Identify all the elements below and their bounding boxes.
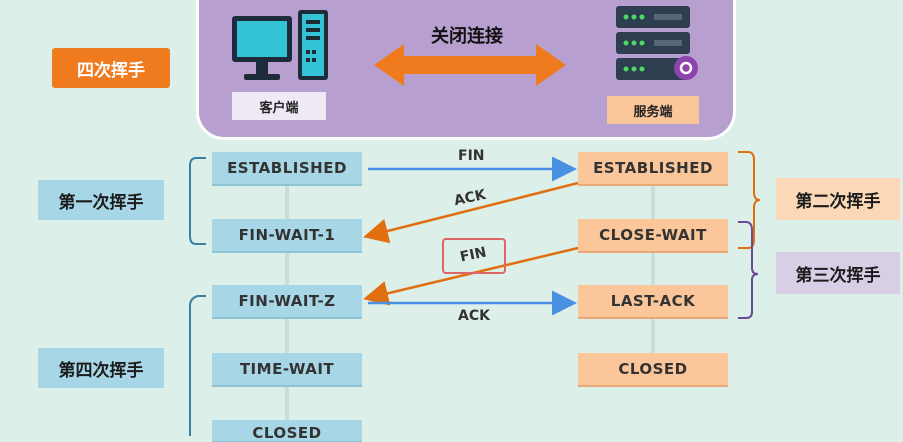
close-connection-label: 关闭连接 xyxy=(431,26,503,47)
server-label: 服务端 xyxy=(607,96,699,124)
bracket-first-left xyxy=(189,157,206,245)
client-state-established: ESTABLISHED xyxy=(212,152,362,184)
client-state-fin-wait-1: FIN-WAIT-1 xyxy=(212,219,362,251)
step-fourth-label: 第四次挥手 xyxy=(38,348,164,388)
ack2-label: ACK xyxy=(458,308,490,324)
bracket-third-right xyxy=(738,221,759,319)
bracket-fourth-left xyxy=(189,295,206,436)
step-first-label: 第一次挥手 xyxy=(38,180,164,220)
step-second-label: 第二次挥手 xyxy=(776,178,900,220)
server-state-close-wait: CLOSE-WAIT xyxy=(578,219,728,251)
fin2-highlight xyxy=(442,238,506,274)
server-state-closed: CLOSED xyxy=(578,353,728,385)
step-third-label: 第三次挥手 xyxy=(776,252,900,294)
fin1-label: FIN xyxy=(458,148,485,164)
server-state-last-ack: LAST-ACK xyxy=(578,285,728,317)
double-arrow-icon xyxy=(374,44,566,86)
client-state-fin-wait-2: FIN-WAIT-Z xyxy=(212,285,362,317)
bracket-second-right xyxy=(738,151,761,249)
page-title: 四次挥手 xyxy=(52,48,170,88)
ack1-arrow xyxy=(363,181,579,244)
server-icon xyxy=(616,6,698,80)
computer-icon xyxy=(232,10,328,80)
client-state-closed: CLOSED xyxy=(212,420,362,442)
server-state-established: ESTABLISHED xyxy=(578,152,728,184)
client-label: 客户端 xyxy=(232,92,326,120)
server-timeline xyxy=(651,180,655,380)
client-state-time-wait: TIME-WAIT xyxy=(212,353,362,385)
